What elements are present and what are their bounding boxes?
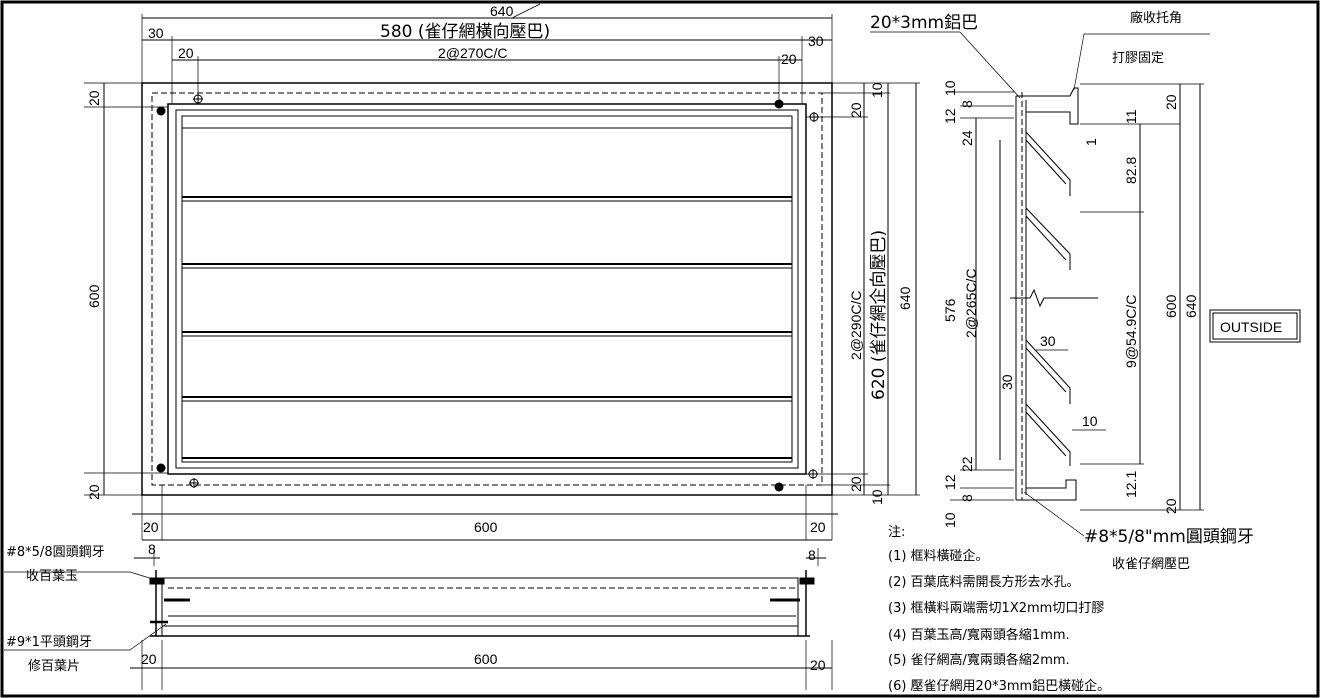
dim-sec-265: 2@265C/C — [963, 269, 979, 338]
dim-overall-width: 640 — [490, 3, 514, 19]
front-view — [84, 3, 920, 541]
dim-inner-left: 20 — [178, 45, 194, 61]
note-5: (5) 雀仔網高/寬兩頭各縮2mm. — [888, 652, 1070, 668]
dim-right-top-10: 10 — [869, 82, 885, 98]
dim-plan-20-right: 20 — [810, 657, 826, 673]
dim-sec-r11: 11 — [1123, 109, 1139, 124]
dim-right-bottom-20: 20 — [848, 476, 864, 492]
dim-sec-22: 22 — [959, 456, 975, 472]
dim-plan-8-left: 8 — [148, 541, 156, 557]
dim-sec-8-bot: 8 — [959, 494, 975, 502]
bolt-icon — [156, 94, 819, 492]
label-angle-1: 廠收托角 — [1130, 10, 1182, 26]
dim-bolt-spacing: 2@270C/C — [438, 45, 507, 61]
label-screw-mesh-sub: 收雀仔網壓巴 — [1112, 557, 1190, 572]
dim-bottom-20: 20 — [86, 484, 102, 500]
screw-icon — [149, 577, 815, 624]
dim-bottom-right-20: 20 — [810, 519, 826, 535]
inner-frame — [167, 103, 807, 475]
dim-sec-576: 576 — [942, 298, 958, 322]
note-1: (1) 框料橫碰企。 — [888, 548, 989, 564]
dim-sec-10-bot: 10 — [942, 512, 958, 528]
plan-view — [4, 548, 833, 690]
dim-top-20: 20 — [86, 90, 102, 106]
note-2: (2) 百葉底料需開長方形去水孔。 — [888, 574, 1080, 590]
dim-bottom-600: 600 — [474, 519, 498, 535]
dim-sec-r20-bot: 20 — [1163, 498, 1179, 514]
notes-title: 注: — [888, 525, 905, 540]
dim-vert-mesh: 620 (雀仔網企向壓巴) — [869, 230, 889, 400]
label-screw-mesh: #8*5/8"mm圓頭鋼牙 — [1084, 527, 1254, 547]
label-screw-blade-sub: 修百葉片 — [28, 659, 80, 674]
dim-sec-r12-1: 12.1 — [1123, 471, 1139, 498]
dim-sec-8-top: 8 — [959, 100, 975, 108]
dim-left-30: 30 — [148, 25, 164, 41]
dim-height-600: 600 — [86, 284, 102, 308]
dim-sec-30-b: 30 — [999, 374, 1015, 390]
dim-mesh-strip: 580 (雀仔網橫向壓巴) — [380, 22, 550, 42]
dim-overall-height: 640 — [897, 286, 913, 310]
dim-right-top-20: 20 — [848, 102, 864, 118]
dim-sec-r600: 600 — [1163, 294, 1179, 318]
dim-vert-spacing: 2@290C/C — [848, 291, 864, 360]
dim-plan-600: 600 — [474, 651, 498, 667]
dim-sec-r640: 640 — [1183, 294, 1199, 318]
dim-sec-pitch: 9@54.9C/C — [1123, 295, 1139, 368]
outer-frame — [141, 82, 833, 496]
label-bar: 20*3mm鋁巴 — [870, 13, 978, 33]
dim-sec-24: 24 — [959, 130, 975, 146]
dim-sec-r1: 1 — [1083, 138, 1099, 146]
label-screw-blade: #9*1平頭鋼牙 — [6, 635, 92, 650]
dim-plan-8-right: 8 — [808, 547, 816, 563]
dim-sec-r20-top: 20 — [1163, 94, 1179, 110]
label-screw-louver: #8*5/8圓頭鋼牙 — [6, 545, 105, 560]
dim-sec-r82-8: 82.8 — [1123, 157, 1139, 184]
mesh-outline — [151, 92, 823, 486]
dim-plan-20-left: 20 — [141, 651, 157, 667]
dim-sec-30-a: 30 — [1040, 333, 1056, 349]
dim-sec-10-top: 10 — [942, 80, 958, 96]
dim-inner-right: 20 — [781, 51, 797, 67]
label-outside: OUTSIDE — [1220, 319, 1282, 335]
outside-box — [1209, 309, 1301, 343]
dim-right-30: 30 — [808, 33, 824, 49]
dim-sec-12-bot: 12 — [942, 474, 958, 490]
note-4: (4) 百葉玉高/寬兩頭各縮1mm. — [888, 627, 1070, 643]
label-angle-2: 打膠固定 — [1112, 51, 1164, 66]
note-3: (3) 框橫料兩端需切1X2mm切口打膠 — [888, 601, 1104, 616]
note-6: (6) 壓雀仔網用20*3mm鋁巴橫碰企。 — [888, 678, 1110, 694]
dim-bottom-left-20: 20 — [143, 519, 159, 535]
dim-sec-10-mid: 10 — [1082, 413, 1098, 429]
dim-right-bottom-10: 10 — [869, 489, 885, 505]
label-screw-louver-sub: 收百葉玉 — [26, 569, 78, 584]
section-view — [870, 31, 1301, 537]
dim-sec-12-top: 12 — [942, 108, 958, 124]
